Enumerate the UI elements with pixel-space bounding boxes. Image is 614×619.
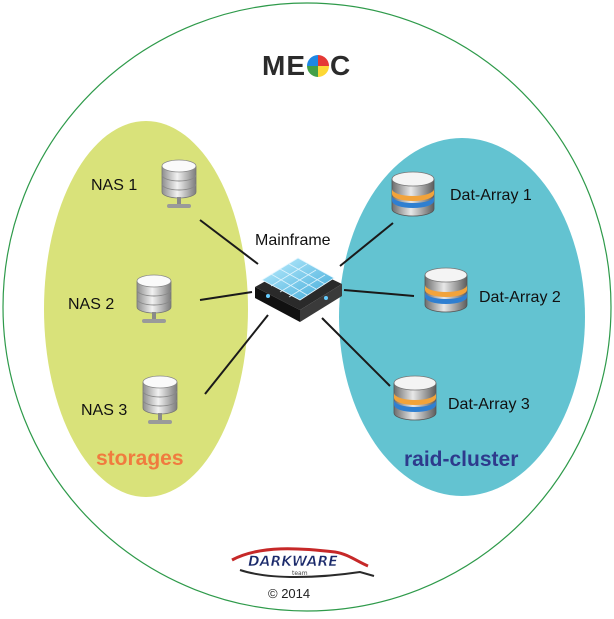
nas-server-icon [136,274,172,323]
database-array-icon [391,171,435,217]
connector-dat1 [339,222,394,267]
nas-2-label: NAS 2 [68,296,115,313]
svg-text:team: team [292,570,308,577]
connector-nas3 [204,314,269,395]
connector-dat2 [343,289,415,297]
mainframe-label: Mainframe [255,232,331,249]
nas-1-label: NAS 1 [91,177,138,194]
connector-nas2 [199,291,253,301]
raid-cluster-group-label: raid-cluster [404,448,519,471]
nas-server-icon [161,159,197,208]
mainframe-icon [255,257,342,322]
nas-server-icon [142,375,178,424]
svg-text:DARKWARE: DARKWARE [248,554,338,570]
storages-group-label: storages [96,447,184,470]
connector-dat3 [321,317,391,387]
colored-o-logo-icon [307,55,329,77]
copyright-text: © 2014 [268,586,311,601]
database-array-icon [393,375,437,421]
connector-lines [199,219,415,395]
dat-array-1-label: Dat-Array 1 [450,187,532,204]
dat-array-2-label: Dat-Array 2 [479,289,561,306]
darkware-logo: DARKWARE team [231,547,375,578]
database-array-icon [424,267,468,313]
connector-nas1 [199,219,259,265]
nas-3-label: NAS 3 [81,402,128,419]
dat-array-3-label: Dat-Array 3 [448,396,530,413]
